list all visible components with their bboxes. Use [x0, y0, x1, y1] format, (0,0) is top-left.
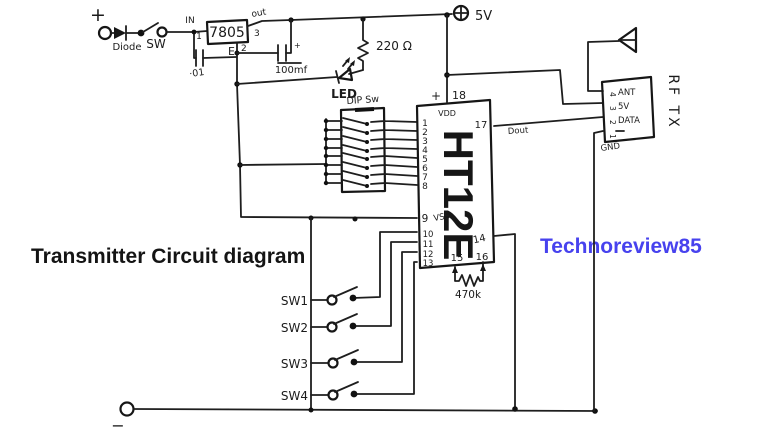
rf-ant-label: ANT: [618, 88, 636, 98]
pin-15: 15: [451, 253, 464, 264]
power-switch-label: SW: [146, 37, 166, 51]
regulator-gnd-pin: 2: [241, 44, 247, 54]
minus-sign: −: [111, 416, 124, 432]
input-capacitor-label: ·01: [189, 67, 205, 80]
pin-17: 17: [475, 120, 488, 131]
rf-module-box: [600, 75, 656, 144]
pin-8: 8: [422, 182, 428, 192]
sw1-label: SW1: [281, 294, 308, 308]
rf-data-label: DATA: [618, 116, 640, 126]
junction-dot: [512, 406, 518, 412]
wire-rf-ground: [593, 130, 604, 412]
junction-dot: [592, 408, 598, 414]
rf-5v-label: 5V: [618, 102, 629, 112]
dip-switch-label: DIP Sw: [346, 94, 380, 107]
regulator-in-pin: 1: [196, 32, 202, 42]
button-sw2: SW2: [281, 313, 358, 335]
address-pin-labels: 1 2 3 4 5 6 7 8: [422, 119, 428, 192]
led-icon: [236, 57, 364, 85]
pin-4: 4: [422, 146, 428, 156]
sw4-label: SW4: [281, 389, 308, 403]
dip-switch-top-mark: [354, 107, 375, 112]
capacitor-polarity: +: [294, 41, 301, 50]
junction-dot: [308, 407, 314, 413]
watermark: Technoreview85: [540, 235, 702, 258]
osc-resistor-icon: [452, 261, 486, 287]
dout-label: Dout: [508, 126, 530, 137]
pin-11: 11: [423, 240, 434, 250]
button-sw3: SW3: [281, 349, 359, 371]
regulator-out-label: out: [251, 7, 268, 19]
osc-resistor-label: 470k: [455, 289, 482, 301]
regulator-7805-box: [205, 18, 250, 46]
pin-12: 12: [423, 250, 434, 260]
encoder-ic-box: [415, 98, 496, 270]
pin-16: 16: [476, 252, 489, 263]
regulator-out-pin: 3: [254, 29, 260, 39]
wire-te-ground: [493, 233, 516, 410]
ground-bus: [133, 408, 598, 412]
supply-rail: [247, 13, 453, 27]
junction-dot: [360, 16, 366, 22]
plus-terminal: [97, 25, 113, 41]
pin-13: 13: [423, 259, 434, 269]
wire-dip-common: [239, 163, 327, 166]
minus-terminal: [119, 401, 135, 417]
antenna-icon: [587, 26, 638, 92]
led-resistor-icon: [357, 19, 369, 71]
pin-7: 7: [422, 173, 428, 183]
pin-6: 6: [422, 164, 428, 174]
pin-9: 9: [422, 213, 429, 225]
vss-label: VSS: [433, 211, 451, 224]
rf-pin-4: 4: [608, 92, 617, 97]
pin-18: 18: [452, 89, 466, 102]
vdd-plus: +: [431, 89, 441, 103]
regulator-in-label: IN: [185, 16, 194, 26]
plus-sign: +: [90, 4, 106, 26]
dip-switch-poles: [323, 117, 418, 188]
wire-rf-5v: [446, 69, 604, 105]
sw2-label: SW2: [281, 321, 308, 335]
vdd-label: VDD: [438, 109, 456, 118]
rf-module-name: RF TX: [665, 74, 681, 129]
sw3-label: SW3: [281, 357, 308, 371]
input-diode-icon: [114, 25, 139, 41]
input-capacitor-icon: [191, 29, 237, 67]
rf-pin-1: 1: [608, 134, 617, 139]
rf-gnd-label: GND: [600, 141, 621, 154]
button-sw4: SW4: [281, 381, 359, 403]
led-resistor-label: 220 Ω: [376, 39, 412, 53]
pin-14: 14: [472, 233, 487, 246]
pin-3: 3: [422, 137, 428, 147]
pin-5: 5: [422, 155, 428, 165]
supply-terminal-icon: [452, 4, 470, 22]
encoder-ic-name: HT12E: [435, 130, 482, 261]
data-pin-labels: 10 11 12 13: [423, 230, 434, 269]
led-label: LED: [331, 87, 357, 101]
filter-capacitor-label: 100mf: [275, 65, 308, 76]
regulator-name: 7805: [209, 25, 245, 41]
regulator-gnd-label: E: [228, 45, 235, 58]
diode-label: Diode: [112, 42, 141, 53]
power-switch-icon: [137, 22, 168, 38]
supply-label: 5V: [475, 9, 492, 24]
pin-1: 1: [422, 119, 428, 129]
pin-2: 2: [422, 128, 428, 138]
rf-pin-2: 2: [608, 120, 617, 125]
filter-capacitor-icon: [236, 19, 302, 64]
rf-pin-3: 3: [608, 106, 617, 111]
page-title: Transmitter Circuit diagram: [31, 245, 305, 268]
data-pin-wires: [352, 231, 418, 395]
button-sw1: SW1: [281, 286, 358, 308]
wire-dout: [493, 116, 604, 127]
junction-dot: [352, 216, 358, 222]
pin-10: 10: [423, 230, 434, 240]
